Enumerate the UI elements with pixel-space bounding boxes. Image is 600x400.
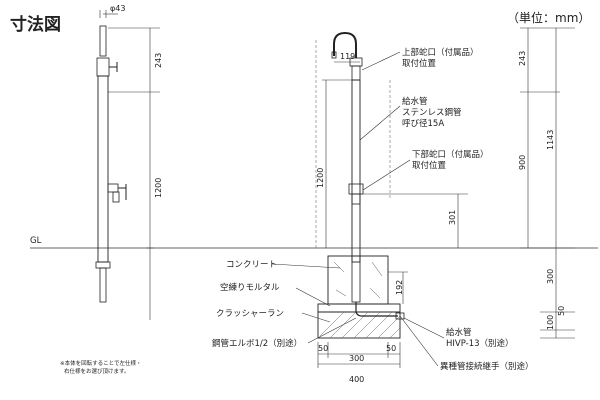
side-main-pipe: [97, 75, 109, 263]
callout-supply-3: 呼び径15A: [402, 118, 444, 129]
callout-lower-faucet-1: 下部蛇口（付属品）: [412, 149, 489, 160]
side-diameter-label: φ43: [110, 4, 125, 13]
callout-crusher: クラッシャーラン: [216, 309, 284, 319]
right-dim-100: 100: [546, 315, 555, 330]
mortar-layer: [317, 303, 401, 313]
callouts: 上部蛇口（付属品） 取付位置 給水管 ステンレス鋼管 呼び径15A 下部蛇口（付…: [212, 47, 534, 372]
base-dim-192: 192: [395, 280, 404, 295]
front-view: 119 1200 301 192: [315, 31, 468, 384]
side-top-nozzle: [99, 25, 107, 57]
right-dim-300: 300: [546, 269, 555, 284]
rotation-note-line1: ※本体を回転することで左仕様・: [60, 359, 141, 367]
unit-label: （単位：mm）: [507, 10, 590, 25]
right-dimensions: 243 900 1143 300 100 50: [518, 27, 575, 339]
callout-upper-faucet-1: 上部蛇口（付属品）: [402, 47, 479, 58]
base-dim-50-right: 50: [386, 344, 396, 353]
front-lower-valve: [348, 183, 364, 195]
right-dim-1143: 1143: [546, 130, 555, 150]
side-lower-valve: [107, 183, 119, 193]
callout-supply-2: ステンレス鋼管: [402, 107, 462, 118]
pipe-joint: [395, 312, 405, 320]
front-dim-301: 301: [448, 210, 457, 225]
callout-concrete: コンクリート: [226, 260, 277, 270]
callout-upper-faucet-2: 取付位置: [402, 58, 437, 69]
front-dim-119: 119: [340, 52, 355, 61]
front-dim-1200: 1200: [316, 168, 325, 188]
elbow-pipe: [355, 302, 398, 317]
right-dim-900: 900: [518, 155, 527, 170]
callout-hivp-1: 給水管: [446, 327, 472, 338]
base-dim-300: 300: [349, 354, 364, 363]
ground-label: GL: [30, 236, 42, 246]
side-upper-valve: [96, 57, 110, 77]
page-title: 寸法図: [10, 14, 61, 35]
callout-hivp-2: HIVP-13（別途）: [446, 338, 514, 349]
side-view: φ43 243 1200 ※本体を回転することで左仕様・ 右仕様をお選び頂けます…: [60, 4, 163, 375]
callout-elbow: 鋼管エルボ1/2（別途）: [212, 338, 302, 349]
callout-joint: 異種管接続継手（別途）: [440, 361, 534, 372]
side-dim-243: 243: [154, 53, 163, 68]
callout-mortar: 空練りモルタル: [220, 282, 280, 293]
front-spout: [333, 31, 357, 58]
rotation-note-line2: 右仕様をお選び頂けます。: [64, 367, 129, 375]
crusher-run-bed: [317, 311, 401, 339]
side-dim-1200: 1200: [154, 178, 163, 198]
base-dim-50-left: 50: [318, 344, 328, 353]
right-dim-243: 243: [518, 51, 527, 66]
callout-lower-faucet-2: 取付位置: [412, 160, 447, 171]
callout-supply-1: 給水管: [402, 96, 428, 107]
base-dim-400: 400: [349, 375, 364, 384]
front-main-pipe: [351, 79, 361, 263]
right-dim-50: 50: [557, 306, 566, 316]
side-buried-pipe: [99, 267, 107, 303]
